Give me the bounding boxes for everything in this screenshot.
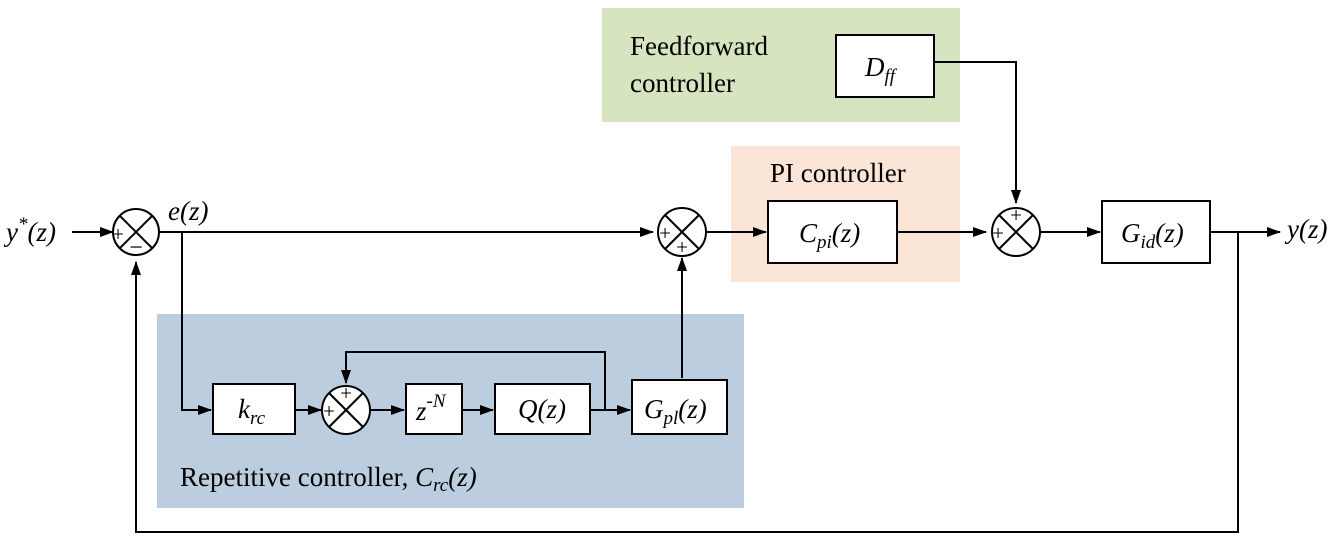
delay-block: z-N (405, 383, 463, 435)
input-signal-label: y*(z) (3, 214, 56, 247)
svg-text:+: + (992, 221, 1004, 245)
svg-text:+: + (340, 381, 352, 405)
svg-text:Gpl(z): Gpl(z) (644, 394, 707, 429)
q-filter-block: Q(z) (494, 383, 591, 435)
svg-text:+: + (323, 399, 335, 423)
error-signal-label: e(z) (168, 196, 208, 226)
svg-text:z-N: z-N (415, 391, 447, 426)
signal-wires (72, 61, 1281, 533)
summing-junction-repetitive: + + (321, 381, 371, 435)
cpi-block: Cpi(z) (767, 200, 898, 264)
output-signal-label: y(z) (1284, 214, 1327, 244)
gid-block: Gid(z) (1101, 200, 1211, 264)
svg-text:Dff: Dff (864, 52, 898, 87)
svg-text:krc: krc (238, 394, 266, 429)
svg-text:+: + (676, 235, 688, 259)
svg-text:Q(z): Q(z) (518, 394, 566, 424)
summing-junction-plant-input: + + (991, 203, 1041, 257)
dff-block: Dff (835, 34, 935, 98)
feedforward-label-line1: Feedforward (630, 31, 768, 61)
krc-block: krc (212, 383, 296, 435)
svg-text:Cpi(z): Cpi(z) (799, 218, 860, 253)
svg-text:+: + (112, 222, 124, 246)
repetitive-controller-label: Repetitive controller, Crc(z) (180, 462, 477, 496)
svg-text:−: − (129, 235, 143, 261)
svg-text:Gid(z): Gid(z) (1121, 218, 1184, 253)
feedforward-label-line2: controller (630, 68, 735, 98)
svg-text:+: + (659, 221, 671, 245)
svg-text:+: + (1010, 203, 1022, 227)
gpl-block: Gpl(z) (631, 379, 728, 435)
summing-junction-pi-input: + + (657, 207, 707, 259)
summing-junction-error: + − (112, 208, 160, 261)
pi-controller-label: PI controller (770, 158, 906, 188)
